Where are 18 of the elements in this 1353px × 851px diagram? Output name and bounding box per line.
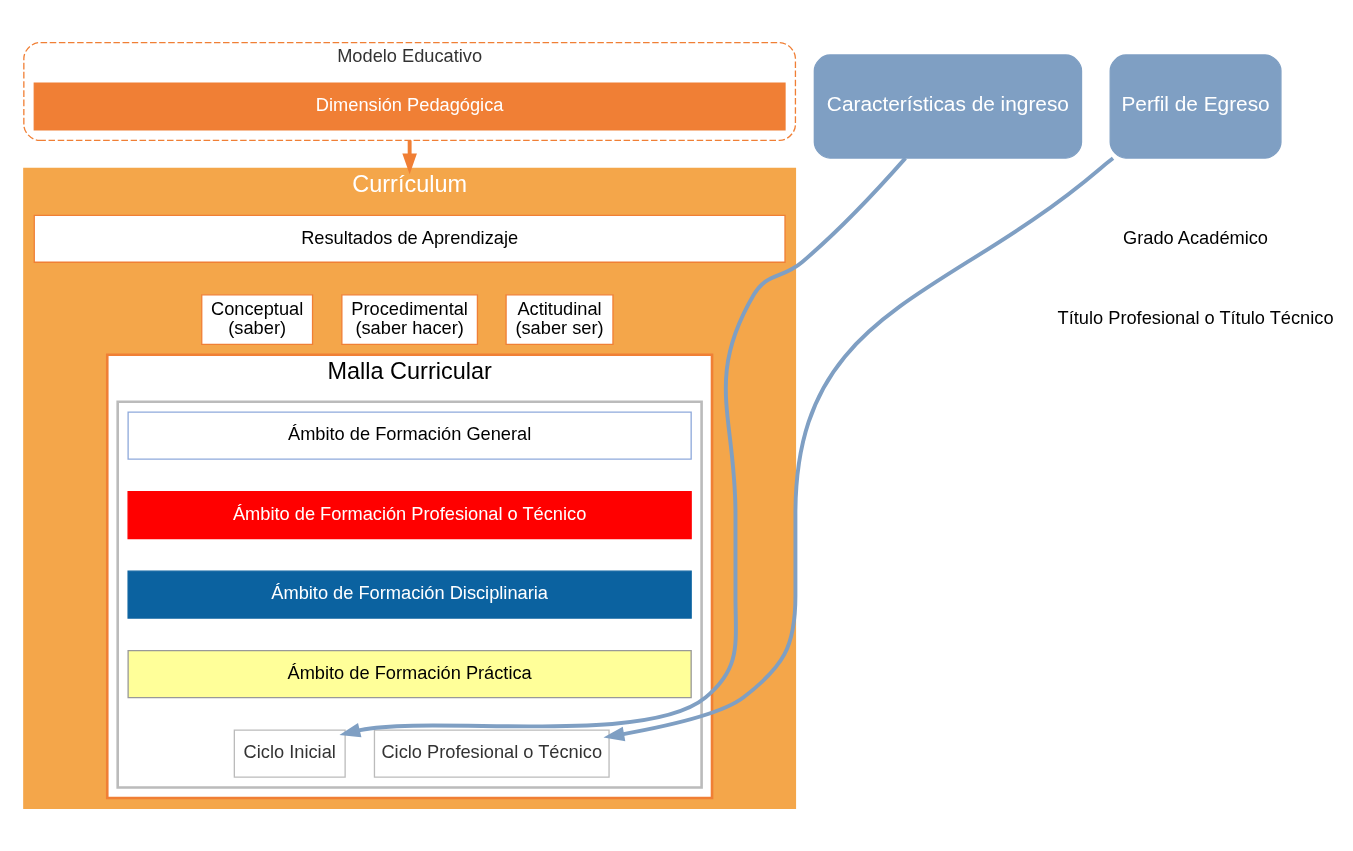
node-box: Dimensión Pedagógica xyxy=(33,82,786,131)
node-box: Resultados de Aprendizaje xyxy=(33,214,786,263)
node-box: Conceptual (saber) xyxy=(201,294,314,345)
node-box: Perfil de Egreso xyxy=(1109,54,1282,159)
arrow xyxy=(402,140,417,175)
node-box: Actitudinal (saber ser) xyxy=(505,294,614,345)
arrow xyxy=(603,156,1115,742)
node-box: Ámbito de Formación Profesional o Técnico xyxy=(127,491,692,540)
label: Título Profesional o Título Técnico xyxy=(1057,307,1334,329)
node-box: Ámbito de Formación Disciplinaria xyxy=(127,570,692,619)
node-box: Ámbito de Formación Práctica xyxy=(127,650,692,699)
label: Grado Académico xyxy=(1123,226,1269,248)
node-box: Procedimental (saber hacer) xyxy=(341,294,479,345)
node-box: Ámbito de Formación General xyxy=(127,411,692,460)
cluster xyxy=(116,400,703,789)
node-box: Ciclo Profesional o Técnico xyxy=(373,729,610,778)
node-box: Características de ingreso xyxy=(813,54,1083,159)
node-box: Ciclo Inicial xyxy=(233,729,346,778)
